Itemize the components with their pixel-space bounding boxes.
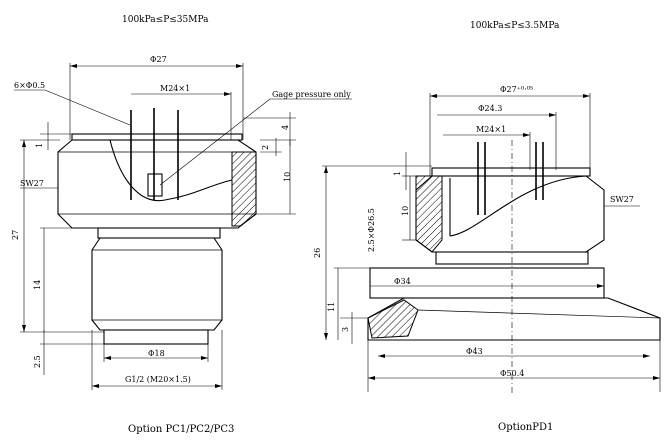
left-h-bottom: 2.5 <box>33 355 42 368</box>
left-thread-bottom: G1/2 (M20×1.5) <box>125 375 191 384</box>
left-v-1: 1 <box>35 143 44 148</box>
left-v-4: 4 <box>281 125 290 130</box>
right-dia-43: Φ43 <box>466 347 483 356</box>
right-dia-thread: M24×1 <box>476 125 506 134</box>
right-h-11: 11 <box>327 302 336 312</box>
right-dia-mid: Φ24.3 <box>478 104 502 113</box>
right-pressure-range: 100kPa≤P≤3.5MPa <box>470 21 560 31</box>
left-h-lower: 14 <box>33 280 42 290</box>
left-sw: SW27 <box>20 179 44 188</box>
left-gage-note: Gage pressure only <box>272 90 351 99</box>
right-dia-504: Φ50.4 <box>500 369 524 378</box>
left-dia-bottom: Φ18 <box>148 349 165 358</box>
right-h-3: 3 <box>341 327 350 332</box>
left-dia-top: Φ27 <box>150 55 167 64</box>
left-pressure-range: 100kPa≤P≤35MPa <box>122 15 209 25</box>
right-sw: SW27 <box>610 195 634 204</box>
left-transmitter-view: 100kPa≤P≤35MPa Φ27 M24×1 6×Φ0.5 Gage pre… <box>11 15 352 435</box>
right-thread-side: 2.5×Φ26.5 <box>367 208 376 252</box>
right-caption: OptionPD1 <box>498 422 553 433</box>
right-v-1: 1 <box>393 171 402 176</box>
left-caption: Option PC1/PC2/PC3 <box>128 424 234 435</box>
left-v-10: 10 <box>283 172 292 182</box>
left-v-2: 2 <box>261 145 270 150</box>
left-dia-thread-top: M24×1 <box>160 84 190 93</box>
right-v-10: 10 <box>401 206 410 216</box>
right-transmitter-view: 100kPa≤P≤3.5MPa Φ27⁺⁰·⁰⁵ Φ24.3 M24×1 <box>313 21 661 433</box>
left-h-total: 27 <box>11 230 20 240</box>
left-pins-label: 6×Φ0.5 <box>14 81 45 90</box>
right-h-total: 26 <box>313 248 322 258</box>
right-dia-top: Φ27⁺⁰·⁰⁵ <box>500 85 533 94</box>
right-dia-34: Φ34 <box>394 277 411 286</box>
